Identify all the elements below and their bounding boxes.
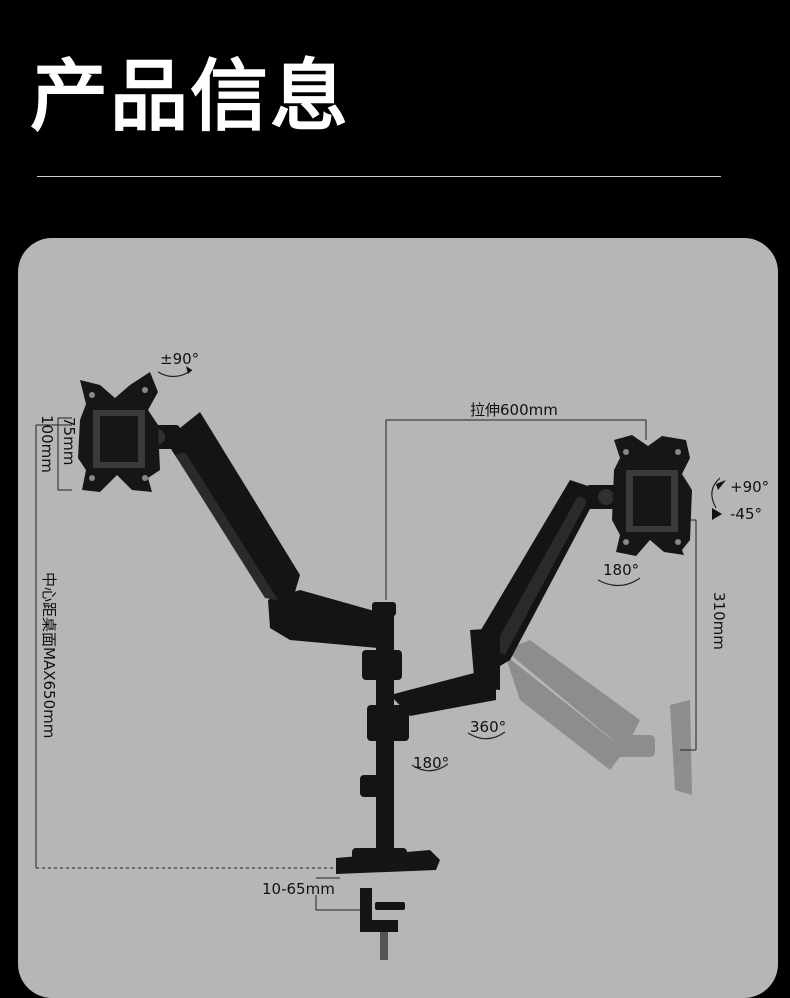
label-swivel-head: 180° <box>603 561 639 579</box>
page-title: 产品信息 <box>30 52 351 142</box>
c-clamp <box>360 888 398 932</box>
left-gas-spring-arm <box>165 412 300 602</box>
label-swivel-base: 180° <box>413 754 449 772</box>
arrow-heads <box>186 366 726 520</box>
label-extension: 拉伸600mm <box>470 401 558 419</box>
center-pole <box>360 602 409 854</box>
label-vesa-100: 100mm <box>38 415 56 473</box>
rotation-arrows <box>157 369 721 772</box>
label-tilt-left: ±90° <box>160 350 199 368</box>
left-arm <box>145 412 378 648</box>
left-vesa-plate <box>78 372 160 492</box>
desk-base <box>336 848 440 960</box>
label-height-310: 310mm <box>710 592 728 650</box>
label-swivel-arm: 360° <box>470 718 506 736</box>
title-divider <box>37 176 721 177</box>
ghost-arm <box>505 640 692 795</box>
dimension-lines <box>35 417 697 911</box>
label-center-height: 中心距桌面MAX650mm <box>40 572 58 738</box>
right-vesa-plate <box>612 435 692 556</box>
right-arm <box>390 480 624 716</box>
label-clamp-range: 10-65mm <box>262 880 335 898</box>
label-vesa-75: 75mm <box>60 417 78 465</box>
label-rotate-down: -45° <box>730 505 762 523</box>
label-rotate-up: +90° <box>730 478 769 496</box>
